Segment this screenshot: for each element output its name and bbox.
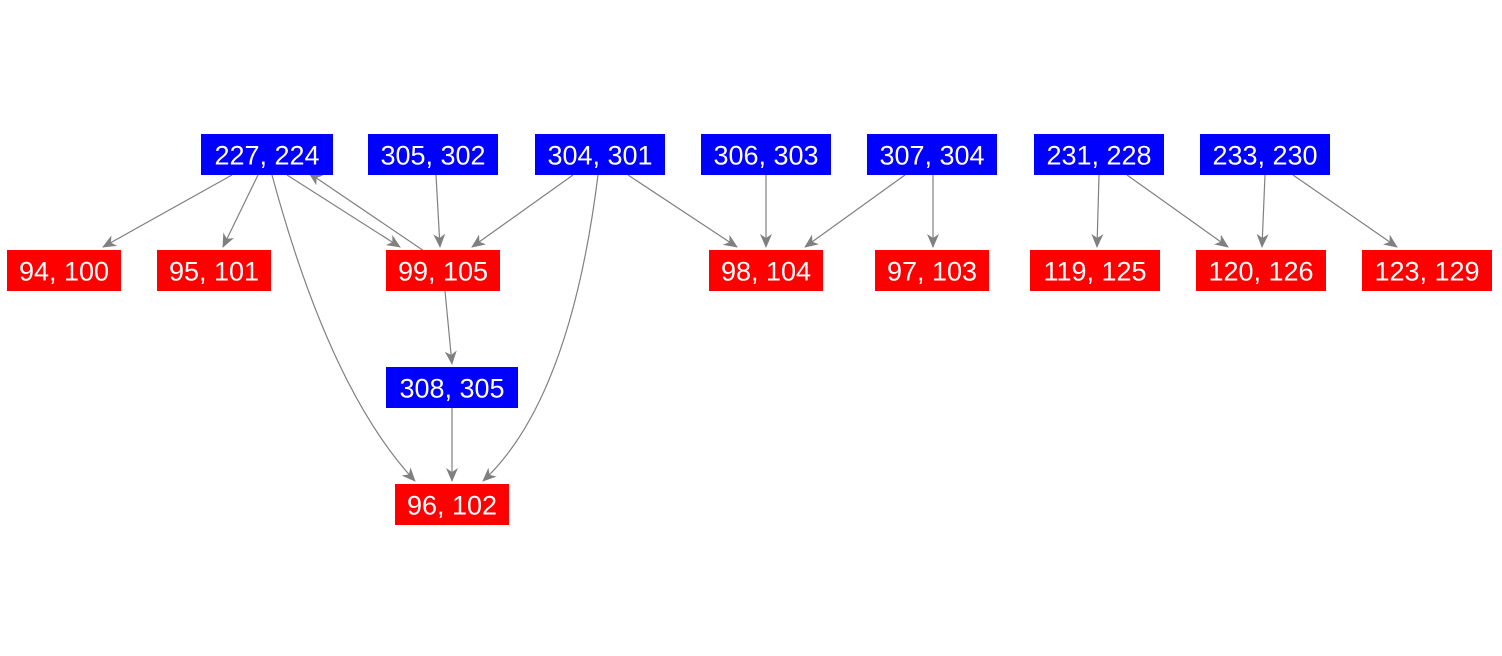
edge-arrow [482, 174, 599, 482]
node-label: 227, 224 [214, 141, 319, 171]
edge-arrow [1126, 174, 1229, 248]
node-label: 305, 302 [380, 141, 485, 171]
edge-arrow [222, 174, 259, 248]
node-box [1196, 250, 1326, 291]
edge-arrow [433, 174, 446, 248]
node-target[interactable]: 120, 126 [1196, 250, 1326, 291]
node-label: 120, 126 [1208, 257, 1313, 287]
node-box [875, 250, 989, 291]
edge-arrow [102, 174, 233, 248]
node-source[interactable]: 233, 230 [1200, 134, 1330, 175]
node-label: 97, 103 [887, 257, 977, 287]
node-target[interactable]: 96, 102 [395, 484, 509, 525]
node-source[interactable]: 305, 302 [368, 134, 498, 175]
node-source[interactable]: 307, 304 [867, 134, 997, 175]
edge-arrow [471, 174, 574, 248]
node-source[interactable]: 308, 305 [386, 367, 518, 408]
edge-arrow [444, 290, 457, 365]
node-label: 308, 305 [399, 374, 504, 404]
node-box [867, 134, 997, 175]
node-label: 304, 301 [547, 141, 652, 171]
node-box [395, 484, 509, 525]
node-label: 233, 230 [1212, 141, 1317, 171]
node-label: 96, 102 [407, 491, 497, 521]
node-box [535, 134, 665, 175]
node-box [201, 134, 333, 175]
node-target[interactable]: 95, 101 [157, 250, 271, 291]
node-label: 98, 104 [721, 257, 811, 287]
edge-arrow [1256, 174, 1269, 248]
node-target[interactable]: 99, 105 [386, 250, 500, 291]
node-box [1362, 250, 1492, 291]
node-label: 95, 101 [169, 257, 259, 287]
node-box [386, 367, 518, 408]
node-target[interactable]: 119, 125 [1030, 250, 1160, 291]
node-box [1200, 134, 1330, 175]
node-source[interactable]: 306, 303 [701, 134, 831, 175]
node-label: 119, 125 [1043, 257, 1146, 287]
edge-arrow [271, 174, 416, 482]
node-box [157, 250, 271, 291]
node-target[interactable]: 98, 104 [709, 250, 823, 291]
node-box [7, 250, 121, 291]
node-label: 231, 228 [1046, 141, 1151, 171]
edge-arrow [308, 172, 425, 252]
node-source[interactable]: 231, 228 [1034, 134, 1164, 175]
node-target[interactable]: 97, 103 [875, 250, 989, 291]
node-label: 307, 304 [879, 141, 984, 171]
edge-arrow [804, 174, 906, 248]
node-target[interactable]: 123, 129 [1362, 250, 1492, 291]
node-source[interactable]: 304, 301 [535, 134, 665, 175]
node-box [1030, 250, 1160, 291]
node-label: 306, 303 [713, 141, 818, 171]
node-label: 123, 129 [1374, 257, 1479, 287]
node-box [709, 250, 823, 291]
node-box [368, 134, 498, 175]
node-box [1034, 134, 1164, 175]
node-target[interactable]: 94, 100 [7, 250, 121, 291]
node-label: 94, 100 [19, 257, 109, 287]
node-box [701, 134, 831, 175]
node-label: 99, 105 [398, 257, 488, 287]
edge-arrow [286, 174, 401, 248]
node-source[interactable]: 227, 224 [201, 134, 333, 175]
edge-arrow [1292, 174, 1398, 248]
edge-arrow [1091, 174, 1104, 248]
edge-arrow [627, 174, 738, 248]
node-box [386, 250, 500, 291]
